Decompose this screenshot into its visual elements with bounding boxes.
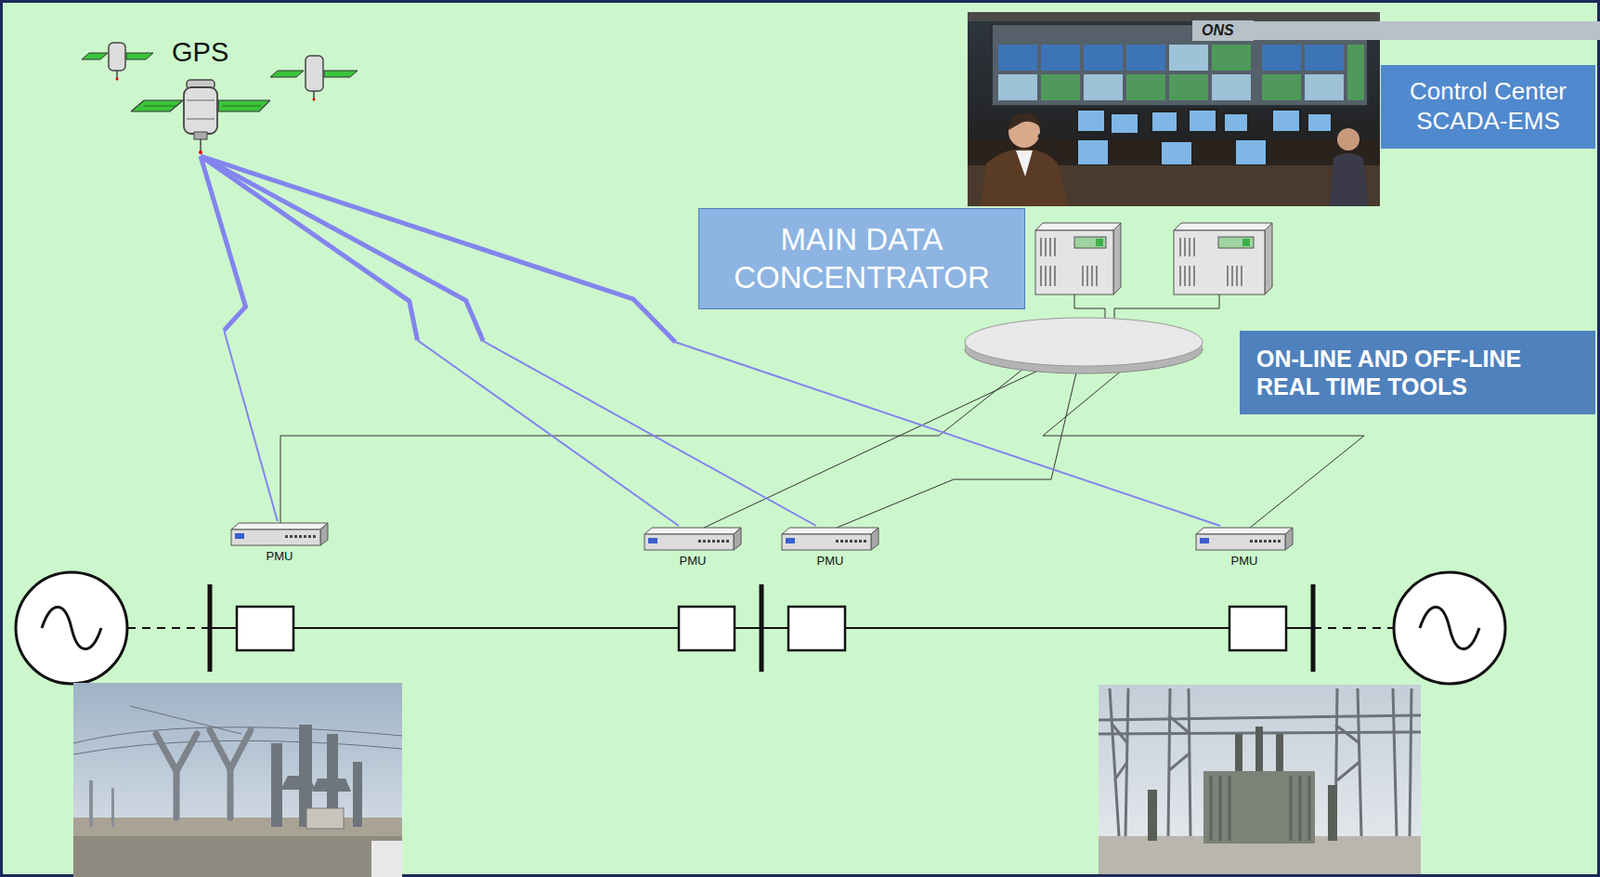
signal-bolt — [200, 156, 483, 341]
text-wrap: MAIN DATA CONCENTRATOR — [710, 221, 1014, 297]
pmu-node: PMU — [1194, 525, 1295, 568]
signal-tail — [675, 341, 1221, 526]
device-label: PMU — [1194, 553, 1295, 568]
device-label: PMU — [642, 553, 743, 568]
pmu-node: PMU — [229, 520, 330, 563]
device-label: PMU — [780, 553, 881, 568]
text-wrap: Control Center SCADA-EMS — [1390, 77, 1587, 136]
pmu-device — [642, 525, 743, 552]
satellite-icon — [270, 55, 358, 102]
text-wrap: ON-LINE AND OFF-LINE REAL TIME TOOLS — [1256, 344, 1579, 402]
substation-photo — [73, 682, 403, 877]
server-icon — [1173, 222, 1273, 295]
server-icon — [1035, 222, 1121, 295]
signal-tail — [223, 330, 278, 521]
signal-tail — [482, 340, 817, 526]
gps-signal — [200, 156, 278, 521]
one-line-diagram — [15, 572, 1506, 684]
network-hub — [964, 317, 1203, 374]
pmu-node: PMU — [780, 525, 881, 568]
box-text: Control Center SCADA-EMS — [1390, 77, 1587, 136]
label-box: ON-LINE AND OFF-LINE REAL TIME TOOLS — [1239, 330, 1596, 415]
pmu-device — [780, 525, 881, 552]
box-text: MAIN DATA CONCENTRATOR — [710, 221, 1014, 297]
substation-photo — [1098, 684, 1421, 874]
device-label: PMU — [229, 548, 330, 563]
satellite-node: GPS — [130, 35, 271, 157]
control-room-photo — [967, 12, 1380, 207]
pmu-node: PMU — [642, 525, 743, 568]
satellite-label: GPS — [171, 37, 229, 68]
logo-text: ONS — [1197, 21, 1600, 40]
label-box: Control Center SCADA-EMS — [1380, 65, 1596, 149]
gps-signal — [200, 156, 1221, 526]
pmu-device — [1194, 525, 1295, 552]
satellite-icon — [81, 42, 154, 81]
pmu-device — [229, 520, 330, 547]
label-box: MAIN DATA CONCENTRATOR — [698, 208, 1026, 310]
signal-bolt — [200, 156, 417, 340]
signal-tail — [416, 339, 679, 526]
box-text: ON-LINE AND OFF-LINE REAL TIME TOOLS — [1256, 344, 1579, 402]
signal-bolt — [200, 156, 676, 342]
network-wire — [280, 294, 1365, 528]
gps-signal — [200, 156, 679, 526]
